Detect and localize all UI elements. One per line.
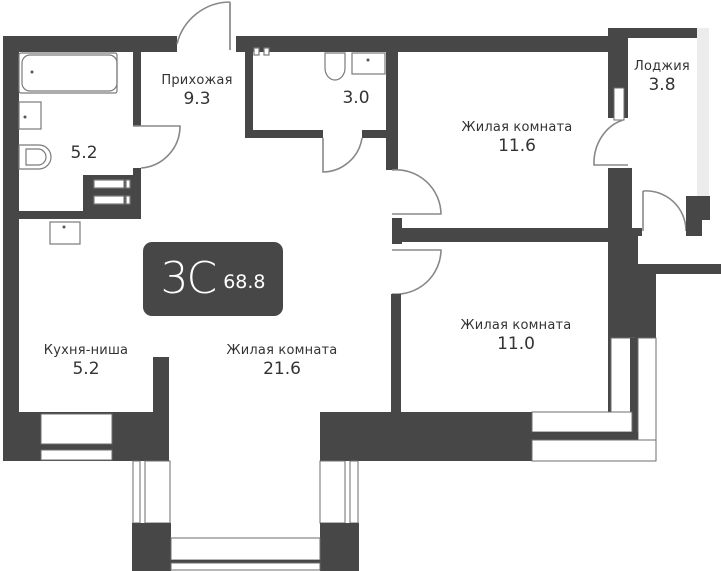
wall-bath-hall <box>133 52 141 126</box>
window-kitchen <box>40 413 113 445</box>
room-area: 5.2 <box>70 143 98 163</box>
wall-bath-kitchen <box>19 211 141 219</box>
room-hallway: Прихожая 9.3 <box>161 73 233 109</box>
wall-top-center <box>236 36 610 52</box>
bay-corner-right <box>320 523 359 571</box>
room-area: 11.6 <box>498 135 536 156</box>
loggia-door[interactable] <box>593 119 628 166</box>
wall-left <box>3 36 19 461</box>
room-bedroom-2: Жилая комната 11.0 <box>460 318 572 354</box>
bay-window-left <box>132 460 141 524</box>
kitchen-sink-icon <box>49 221 81 245</box>
window-bedroom2-bottom <box>531 411 633 433</box>
room-loggia: Лоджия 3.8 <box>634 59 690 95</box>
shaft-vent <box>93 195 125 205</box>
room-bathroom: 5.2 <box>70 143 97 164</box>
wall-wc-right <box>386 52 398 170</box>
room-area: 5.2 <box>72 358 100 379</box>
bathroom-door[interactable] <box>133 125 181 169</box>
room-name: Прихожая <box>161 73 233 88</box>
room-area: 21.6 <box>263 358 301 379</box>
room-area: 3.8 <box>648 74 676 95</box>
bathtub-icon <box>21 54 118 92</box>
apartment-type: 3С <box>160 253 217 304</box>
wall-loggia-top <box>628 28 698 38</box>
bay-window-bottom <box>170 537 321 561</box>
vent-icon <box>263 47 270 56</box>
wall-wc-left <box>245 52 253 138</box>
wall-kitchen-stub <box>153 357 169 412</box>
shaft-vent <box>93 179 125 189</box>
wall-top-left <box>3 36 177 52</box>
room-name: Жилая комната <box>460 318 572 333</box>
washbasin-icon <box>351 52 386 75</box>
wall-loggia-left-upper <box>608 28 628 88</box>
wc-door[interactable] <box>322 137 363 173</box>
room-bedroom-1: Жилая комната 11.6 <box>461 120 573 156</box>
room-living: Жилая комната 21.6 <box>226 343 338 379</box>
room-area: 9.3 <box>183 88 211 109</box>
room-area: 11.0 <box>497 333 535 354</box>
room-area: 3.0 <box>342 88 370 108</box>
room-name: Жилая комната <box>461 120 573 135</box>
room-toilet: 3.0 <box>342 88 369 109</box>
wall-wc-bottom-left <box>245 130 323 138</box>
room-name: Жилая комната <box>226 343 338 358</box>
column-right <box>608 272 656 338</box>
entrance-door[interactable] <box>176 1 231 45</box>
wall-loggia-bottom <box>632 264 721 274</box>
room-name: Лоджия <box>634 59 690 74</box>
wall-bedroom1-right <box>608 168 632 288</box>
toilet-icon <box>324 52 346 81</box>
loggia-window <box>613 87 625 121</box>
wall-bath-hall-lower <box>133 168 141 216</box>
washbasin-icon <box>18 101 42 130</box>
wall-bedroom-split <box>392 218 402 244</box>
vent-icon <box>253 47 260 56</box>
apartment-badge: 3С 68.8 <box>143 242 283 316</box>
bedroom-1-door[interactable] <box>391 169 442 215</box>
wall-bottom-center <box>320 412 532 461</box>
bedroom-2-door[interactable] <box>391 249 442 295</box>
wall-wc-bottom-right <box>362 130 392 138</box>
room-name: Кухня-ниша <box>43 343 129 358</box>
bay-window-right <box>319 460 346 524</box>
wall-living-bedroom2 <box>391 294 401 412</box>
room-kitchen-niche: Кухня-ниша 5.2 <box>43 343 129 379</box>
loggia-glazing <box>697 28 709 196</box>
bay-corner-left <box>132 523 171 571</box>
total-area: 68.8 <box>223 270 266 293</box>
loggia-inner-door[interactable] <box>642 190 687 232</box>
wall-bedroom1-bedroom2 <box>402 228 612 242</box>
